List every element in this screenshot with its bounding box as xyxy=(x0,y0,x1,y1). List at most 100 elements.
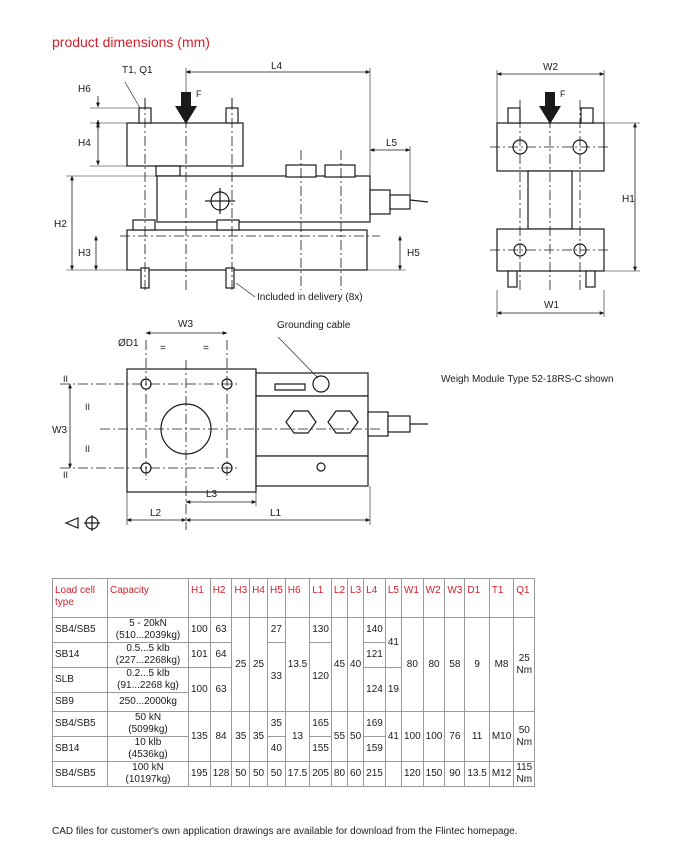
table-row: SB14 10 klb(4536kg) 40 155 159 xyxy=(52,736,535,762)
capacity-main: 50 kN xyxy=(134,712,162,723)
cell-l1: 120 xyxy=(309,642,332,712)
cell-d1: 11 xyxy=(464,711,490,762)
col-header: H3 xyxy=(231,578,251,618)
cell-h5: 35 xyxy=(266,711,286,737)
front-force-label: F xyxy=(560,89,566,99)
cell-type: SB14 xyxy=(52,736,108,762)
cell-type: SB4/SB5 xyxy=(52,711,108,737)
cell-h3: 35 xyxy=(231,711,251,762)
cell-l4: 215 xyxy=(363,761,386,787)
cell-l4: 140 xyxy=(363,617,386,643)
q1-value: 115 xyxy=(516,762,533,773)
table-row: SB9 250...2000kg xyxy=(52,692,535,712)
cell-w2: 80 xyxy=(422,617,446,712)
cell-h6: 13 xyxy=(284,711,311,762)
h1-label: H1 xyxy=(622,194,635,205)
cell-capacity: 250...2000kg xyxy=(107,692,189,712)
cell-h5: 40 xyxy=(266,736,286,762)
cell-t1: M10 xyxy=(488,711,515,762)
cell-h2: 84 xyxy=(209,711,233,762)
h3-label: H3 xyxy=(78,248,91,259)
cell-capacity: 0.2...5 klb(91...2268 kg) xyxy=(107,667,189,693)
cell-type: SLB xyxy=(52,667,108,693)
cell-h5: 33 xyxy=(266,642,286,712)
cell-w2: 100 xyxy=(422,711,446,762)
front-view xyxy=(490,70,640,317)
col-header: L2 xyxy=(330,578,349,618)
cell-h6: 13.5 xyxy=(284,617,311,712)
cell-w2: 150 xyxy=(422,761,446,787)
ii-mark-4: II xyxy=(63,470,68,480)
h6-label: H6 xyxy=(78,84,91,95)
l3-label: L3 xyxy=(206,489,218,500)
col-header: H4 xyxy=(249,578,268,618)
side-view xyxy=(66,68,429,298)
cell-h1: 195 xyxy=(188,761,211,787)
od1-label: ØD1 xyxy=(118,338,139,349)
dimensions-table: Load cell type Capacity H1 H2 H3 H4 H5 H… xyxy=(52,578,536,787)
grounding-label: Grounding cable xyxy=(277,320,351,331)
col-header: W3 xyxy=(444,578,466,618)
cell-type: SB4/SB5 xyxy=(52,761,108,787)
col-header: T1 xyxy=(488,578,515,618)
top-view xyxy=(60,331,428,531)
cell-d1: 13.5 xyxy=(464,761,490,787)
cell-t1: M12 xyxy=(488,761,515,787)
cell-h1: 100 xyxy=(188,617,211,643)
capacity-main: 100 kN xyxy=(132,762,164,773)
col-header: H5 xyxy=(266,578,286,618)
cell-h3: 25 xyxy=(231,617,251,712)
cell-h1: 135 xyxy=(188,711,211,762)
cell-l3: 40 xyxy=(347,617,365,712)
cell-l5: 41 xyxy=(384,617,402,668)
cell-l2: 80 xyxy=(330,761,349,787)
capacity-sub: (4536kg) xyxy=(128,749,168,760)
eq-mark-2: = xyxy=(203,343,209,354)
cell-h5: 50 xyxy=(266,761,286,787)
dimension-drawings: T1, Q1 L4 F H6 H4 L5 H2 H3 H5 Included i… xyxy=(52,61,640,531)
col-header: Q1 xyxy=(513,578,536,618)
cell-h1: 101 xyxy=(188,642,211,668)
table-row: SB4/SB5 5 - 20kN(510...2039kg) 100 63 25… xyxy=(52,617,536,712)
h4-label: H4 xyxy=(78,138,91,149)
capacity-main: 10 klb xyxy=(134,737,162,748)
cell-l4: 124 xyxy=(363,667,386,712)
cell-w3: 76 xyxy=(444,711,466,762)
cell-type: SB4/SB5 xyxy=(52,617,108,643)
cell-l3: 60 xyxy=(347,761,365,787)
cell-h4: 25 xyxy=(249,617,268,712)
cell-d1: 9 xyxy=(464,617,490,712)
cell-h3: 50 xyxy=(231,761,251,787)
delivery-label: Included in delivery (8x) xyxy=(257,292,363,303)
h5-label: H5 xyxy=(407,248,420,259)
col-header: L5 xyxy=(384,578,402,618)
cell-l1: 155 xyxy=(309,736,332,762)
col-header: L3 xyxy=(347,578,365,618)
capacity-sub: (5099kg) xyxy=(128,724,168,735)
eq-mark-1: = xyxy=(160,343,166,354)
cell-l4: 159 xyxy=(363,736,386,762)
h2-label: H2 xyxy=(54,219,67,230)
cell-w1: 80 xyxy=(400,617,424,712)
table-header-row: Load cell type Capacity H1 H2 H3 H4 H5 H… xyxy=(52,578,536,618)
q1-value: 25 xyxy=(518,652,530,664)
cell-l5 xyxy=(384,761,402,787)
w1-label: W1 xyxy=(544,300,559,311)
w3-top-label: W3 xyxy=(178,319,193,330)
table-row: SB4/SB5 100 kN(10197kg) 195 128 50 50 50… xyxy=(52,761,536,787)
l1-label: L1 xyxy=(270,508,282,519)
ii-mark-2: II xyxy=(85,402,90,412)
w3-side-label: W3 xyxy=(52,425,67,436)
col-header: L4 xyxy=(363,578,386,618)
ii-mark-1: II xyxy=(63,374,68,384)
l4-label: L4 xyxy=(271,61,283,72)
cell-type: SB14 xyxy=(52,642,108,668)
cell-h2: 64 xyxy=(209,642,233,668)
capacity-sub: (510...2039kg) xyxy=(115,630,181,641)
cell-capacity: 50 kN(5099kg) xyxy=(107,711,189,737)
cell-l1: 130 xyxy=(309,617,332,643)
cell-l1: 165 xyxy=(309,711,332,737)
cell-l2: 55 xyxy=(330,711,349,762)
